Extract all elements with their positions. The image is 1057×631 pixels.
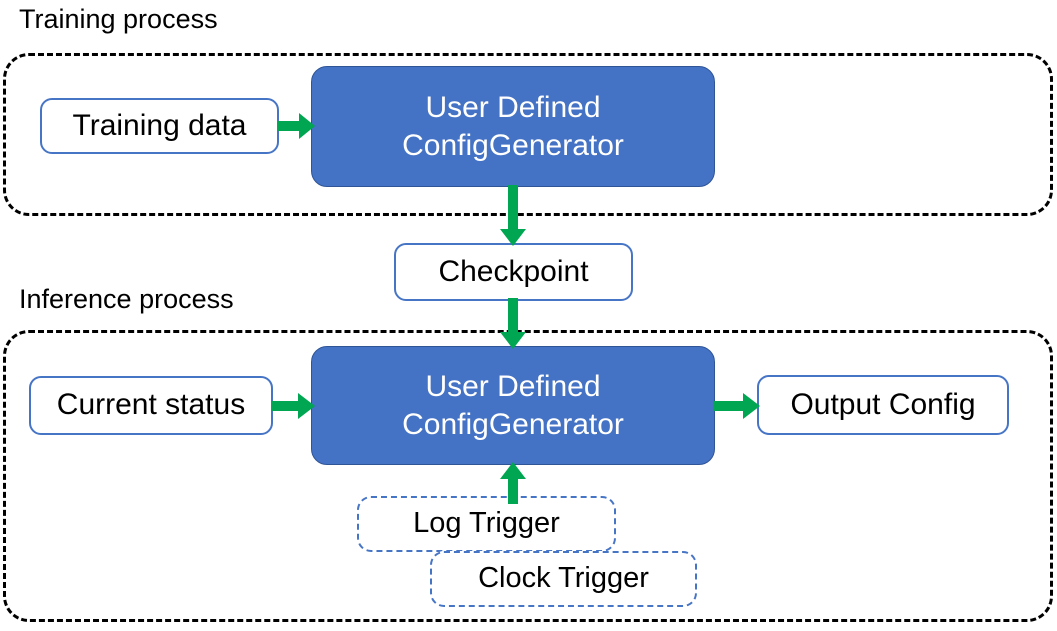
arrow-current-status-to-generator: [272, 391, 316, 421]
node-checkpoint[interactable]: Checkpoint: [394, 243, 633, 301]
arrow-generator-to-checkpoint: [498, 185, 528, 247]
training-process-label: Training process: [19, 4, 218, 34]
generator-inference-line1: User Defined: [425, 369, 601, 403]
arrow-triggers-to-generator: [498, 462, 528, 504]
generator-training-line1: User Defined: [425, 90, 601, 124]
training-process-container: [3, 53, 1053, 216]
arrow-checkpoint-to-generator: [498, 298, 528, 350]
node-training-data[interactable]: Training data: [40, 98, 279, 154]
node-user-defined-config-generator-inference[interactable]: User Defined ConfigGenerator: [311, 346, 715, 465]
node-user-defined-config-generator-training[interactable]: User Defined ConfigGenerator: [311, 66, 715, 187]
arrow-training-data-to-generator: [278, 111, 316, 141]
inference-process-label: Inference process: [19, 284, 234, 314]
generator-inference-line2: ConfigGenerator: [402, 407, 624, 441]
node-output-config[interactable]: Output Config: [757, 375, 1009, 435]
node-log-trigger[interactable]: Log Trigger: [357, 496, 616, 552]
node-current-status[interactable]: Current status: [29, 376, 273, 435]
generator-training-line2: ConfigGenerator: [402, 128, 624, 162]
arrow-generator-to-output-config: [713, 391, 761, 421]
node-clock-trigger[interactable]: Clock Trigger: [430, 551, 697, 607]
inference-process-container: [3, 330, 1053, 622]
